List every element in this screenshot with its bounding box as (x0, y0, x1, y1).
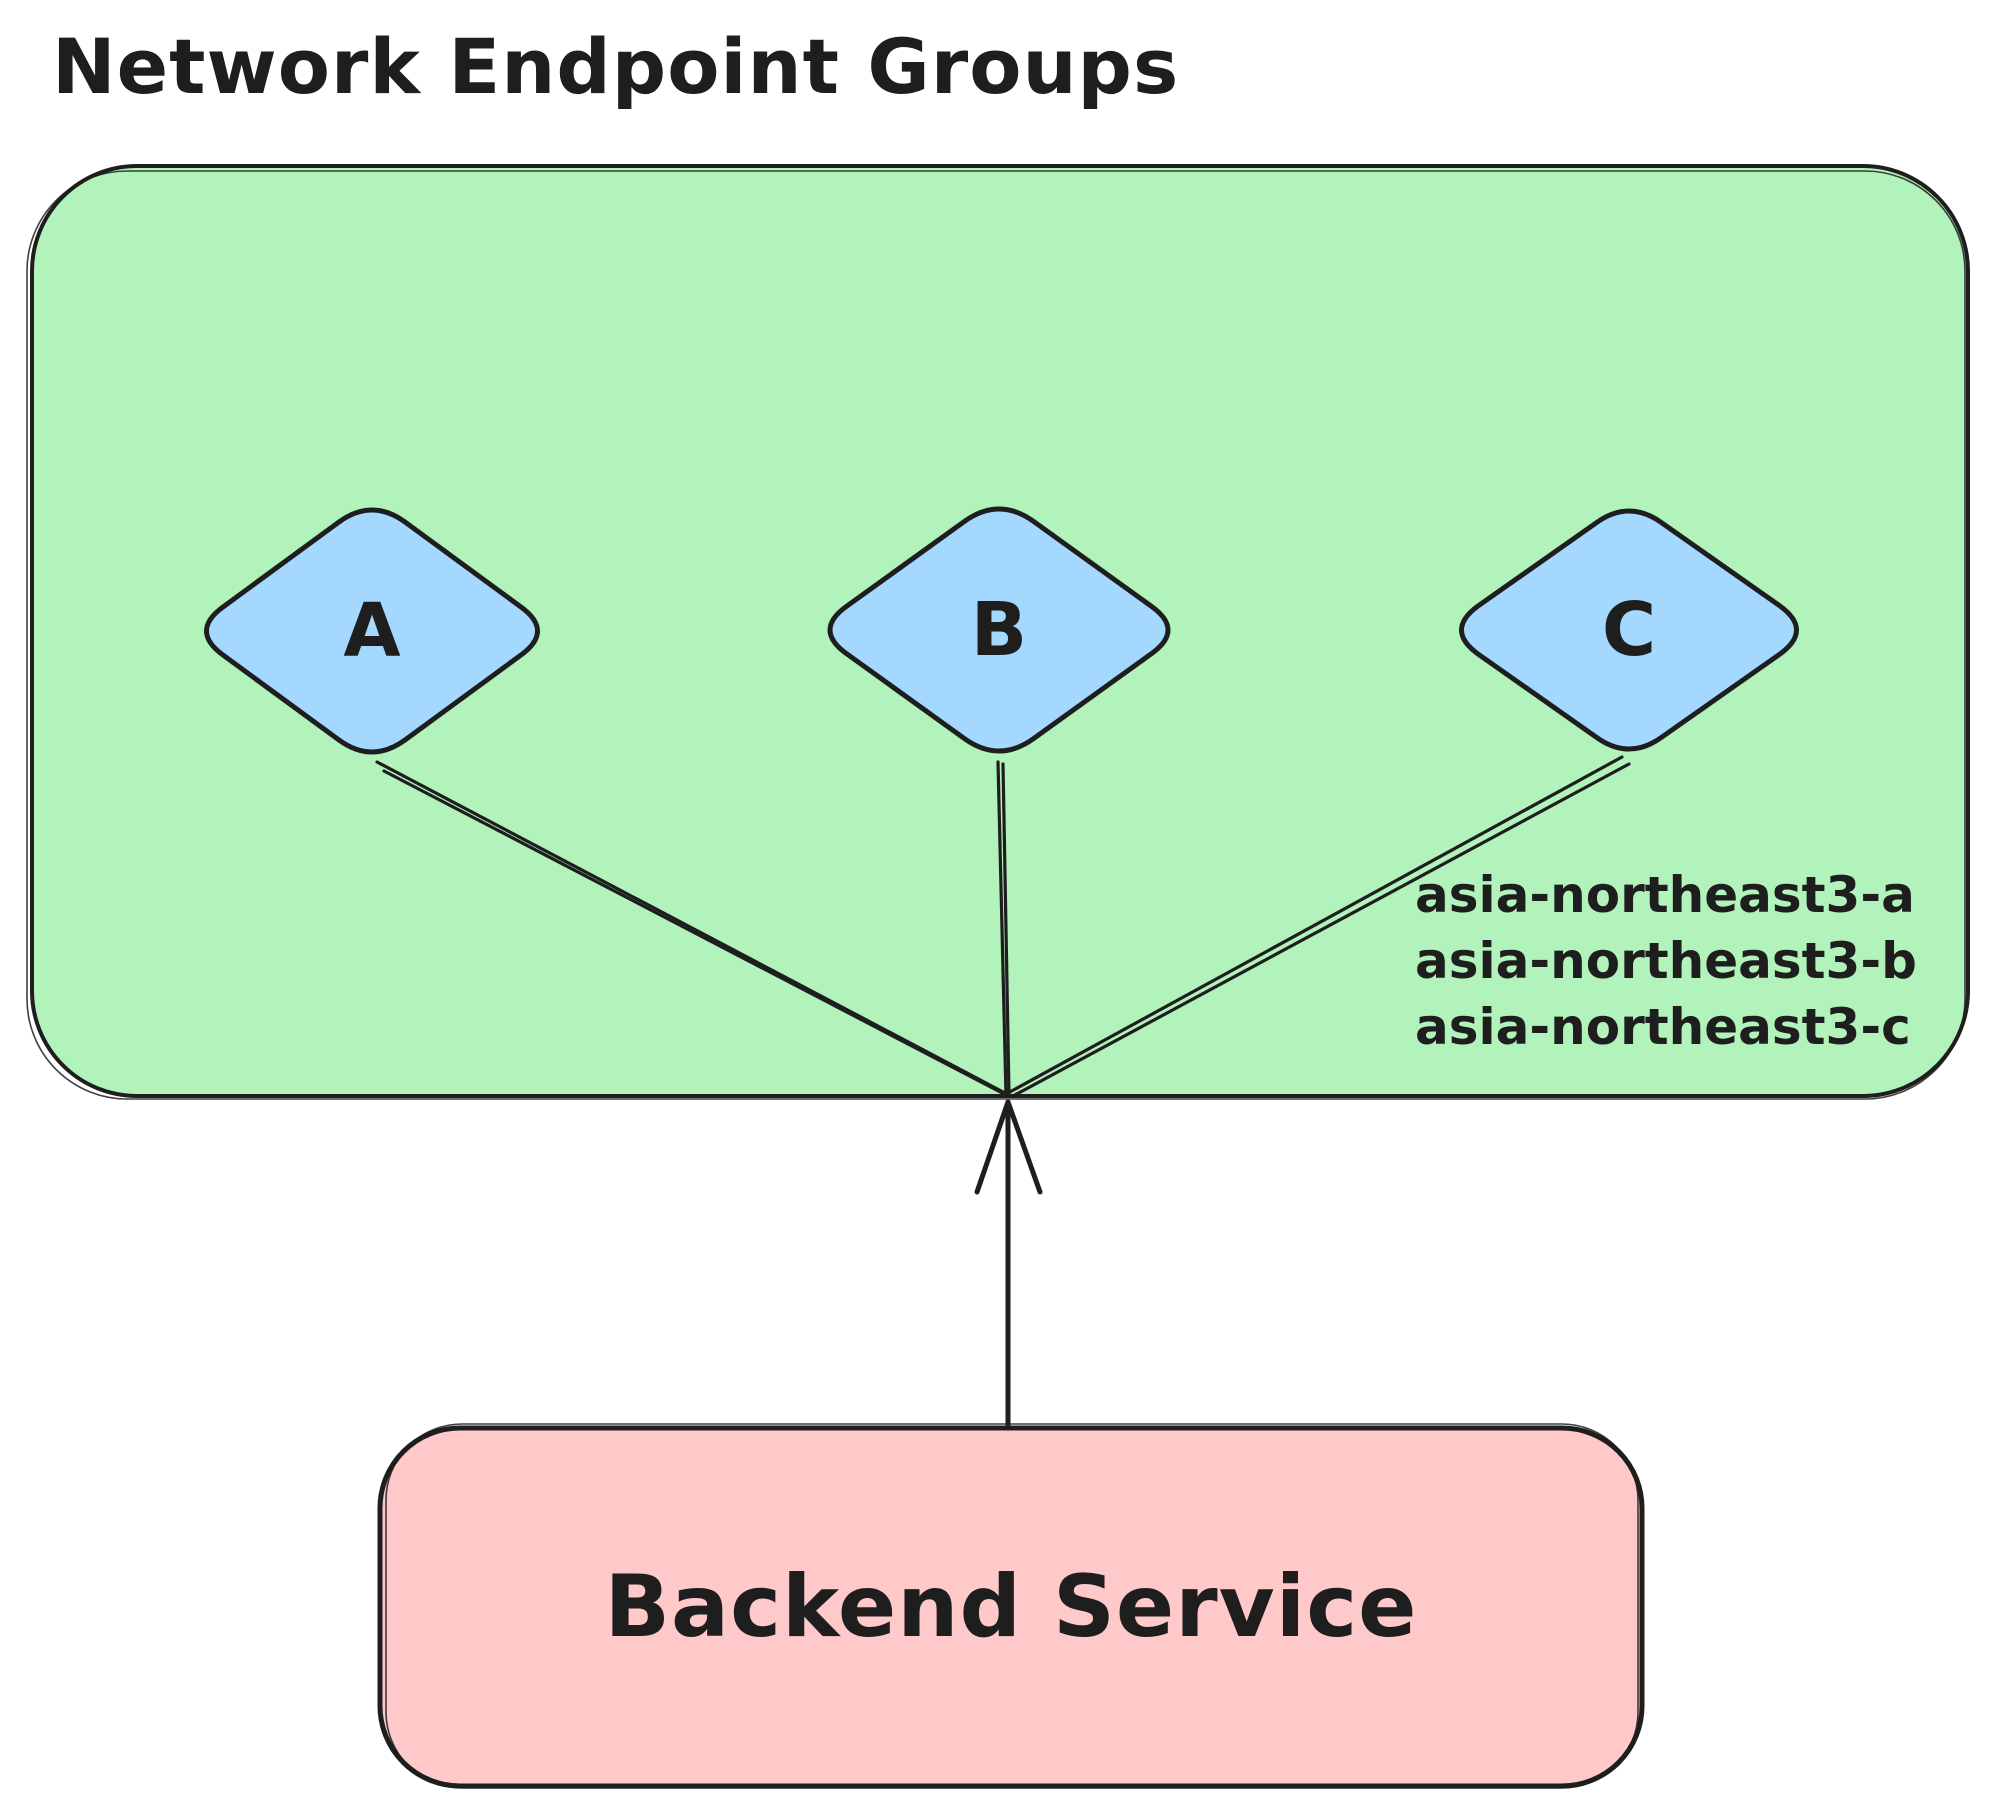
node-a-diamond (204, 507, 540, 755)
connector-node-c (1006, 755, 1631, 1098)
backend-to-neg-arrow (974, 1099, 1043, 1431)
node-b-label: B (970, 587, 1028, 673)
backend-service-box (377, 1425, 1645, 1789)
diagram-title: Network Endpoint Groups (52, 22, 1180, 111)
zone-item: asia-northeast3-c (1415, 998, 1911, 1056)
backend-service-box-sketch-line (385, 1423, 1639, 1789)
zone-item: asia-northeast3-b (1415, 932, 1917, 990)
connector-node-a (375, 760, 1010, 1098)
node-c-diamond (1459, 508, 1799, 752)
zone-list: asia-northeast3-a asia-northeast3-b asia… (1415, 862, 1917, 1060)
neg-container-box-sketch-line (26, 170, 1966, 1100)
node-b-diamond (827, 506, 1171, 754)
backend-service-label: Backend Service (604, 1557, 1418, 1657)
node-a-label: A (343, 588, 401, 674)
zone-item: asia-northeast3-a (1415, 866, 1915, 924)
connector-node-b (996, 760, 1011, 1097)
node-c-label: C (1601, 587, 1657, 673)
